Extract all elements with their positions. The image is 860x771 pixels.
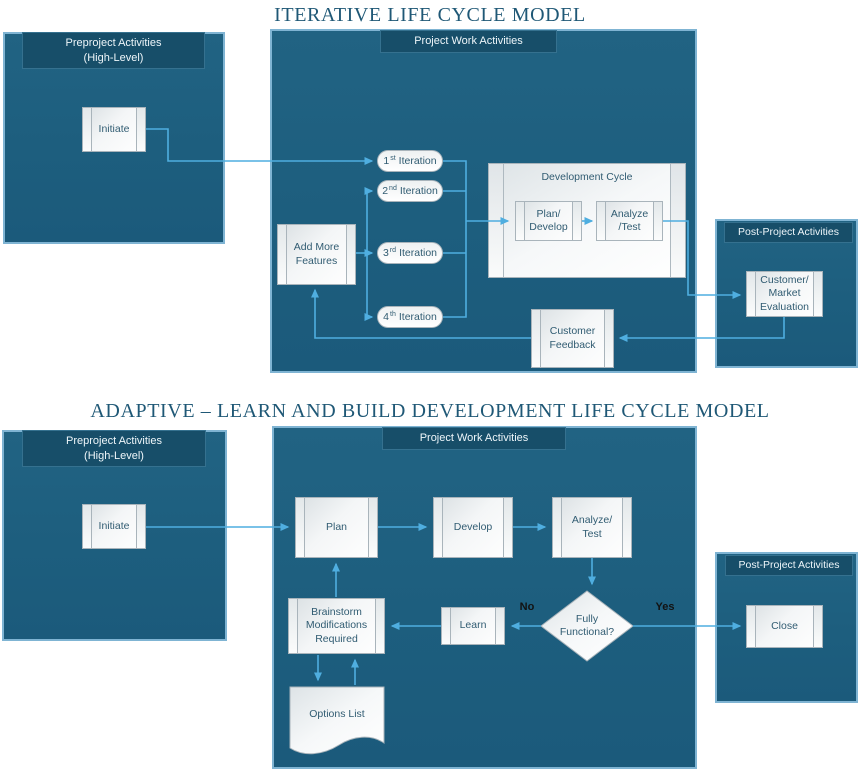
diagram1-title: ITERATIVE LIFE CYCLE MODEL xyxy=(274,4,586,26)
develop-box: Develop xyxy=(433,497,513,558)
d2-initiate-box: Initiate xyxy=(82,504,146,549)
d2-preproject-header-line2: (High-Level) xyxy=(84,449,144,462)
d2-preproject-header-line1: Preproject Activities xyxy=(66,434,162,447)
decision-no-label: No xyxy=(519,601,535,613)
d1-work-header: Project Work Activities xyxy=(380,30,557,53)
learn-box: Learn xyxy=(441,607,505,645)
iteration-2-word: Iteration xyxy=(399,185,438,197)
d2-preproject-header: Preproject Activities (High-Level) xyxy=(22,430,206,467)
iteration-2-num: 2 xyxy=(382,185,389,197)
fully-functional-decision-diamond xyxy=(540,590,634,662)
d1-preproject-header-line2: (High-Level) xyxy=(83,51,144,64)
options-list-label: Options List xyxy=(309,708,365,721)
iteration-1-word: Iteration xyxy=(398,155,437,167)
iteration-3-word: Iteration xyxy=(399,247,438,259)
d2-work-header: Project Work Activities xyxy=(382,427,566,450)
d1-initiate-box: Initiate xyxy=(82,107,146,152)
customer-market-evaluation-box: Customer/ Market Evaluation xyxy=(746,271,823,317)
plan-develop-box: Plan/ Develop xyxy=(515,201,582,241)
diagram2-title: ADAPTIVE – LEARN AND BUILD DEVELOPMENT L… xyxy=(90,400,770,422)
analyze-test-box-d2: Analyze/ Test xyxy=(552,497,632,558)
add-more-features-box: Add More Features xyxy=(277,224,356,285)
fully-functional-label: Fully Functional? xyxy=(559,612,615,638)
d1-post-header: Post-Project Activities xyxy=(724,222,853,243)
development-cycle-title: Development Cycle xyxy=(541,171,633,183)
iteration-3-num: 3 xyxy=(382,247,389,259)
brainstorm-modifications-box: Brainstorm Modifications Required xyxy=(288,598,385,654)
iteration-4-word: Iteration xyxy=(398,311,437,323)
analyze-test-box-d1: Analyze /Test xyxy=(596,201,663,241)
iteration-1-num: 1 xyxy=(383,155,390,167)
iteration-4-num: 4 xyxy=(383,311,390,323)
d2-post-header: Post-Project Activities xyxy=(725,555,853,576)
plan-box: Plan xyxy=(295,497,378,558)
d1-preproject-header: Preproject Activities (High-Level) xyxy=(22,32,205,69)
d1-preproject-header-line1: Preproject Activities xyxy=(65,36,162,49)
options-list-document xyxy=(289,686,385,755)
close-box: Close xyxy=(746,605,823,648)
decision-yes-label: Yes xyxy=(655,601,675,613)
customer-feedback-box: Customer Feedback xyxy=(531,309,614,368)
